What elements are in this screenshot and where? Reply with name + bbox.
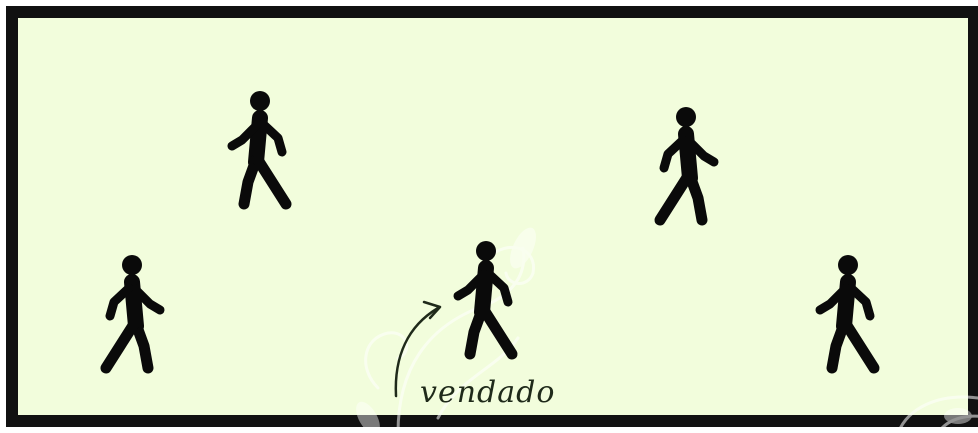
- walking-person-icon-bottom-right: [808, 254, 888, 384]
- blindfolded-label: vendado: [420, 375, 556, 410]
- diagram-frame: vendado: [6, 6, 978, 433]
- walking-person-icon-bottom-center: [446, 240, 526, 370]
- walking-person-icon-top-left: [220, 90, 300, 220]
- curved-arrow-icon: [394, 300, 442, 398]
- walking-person-icon-top-right: [646, 106, 726, 236]
- walking-person-icon-bottom-left: [92, 254, 172, 384]
